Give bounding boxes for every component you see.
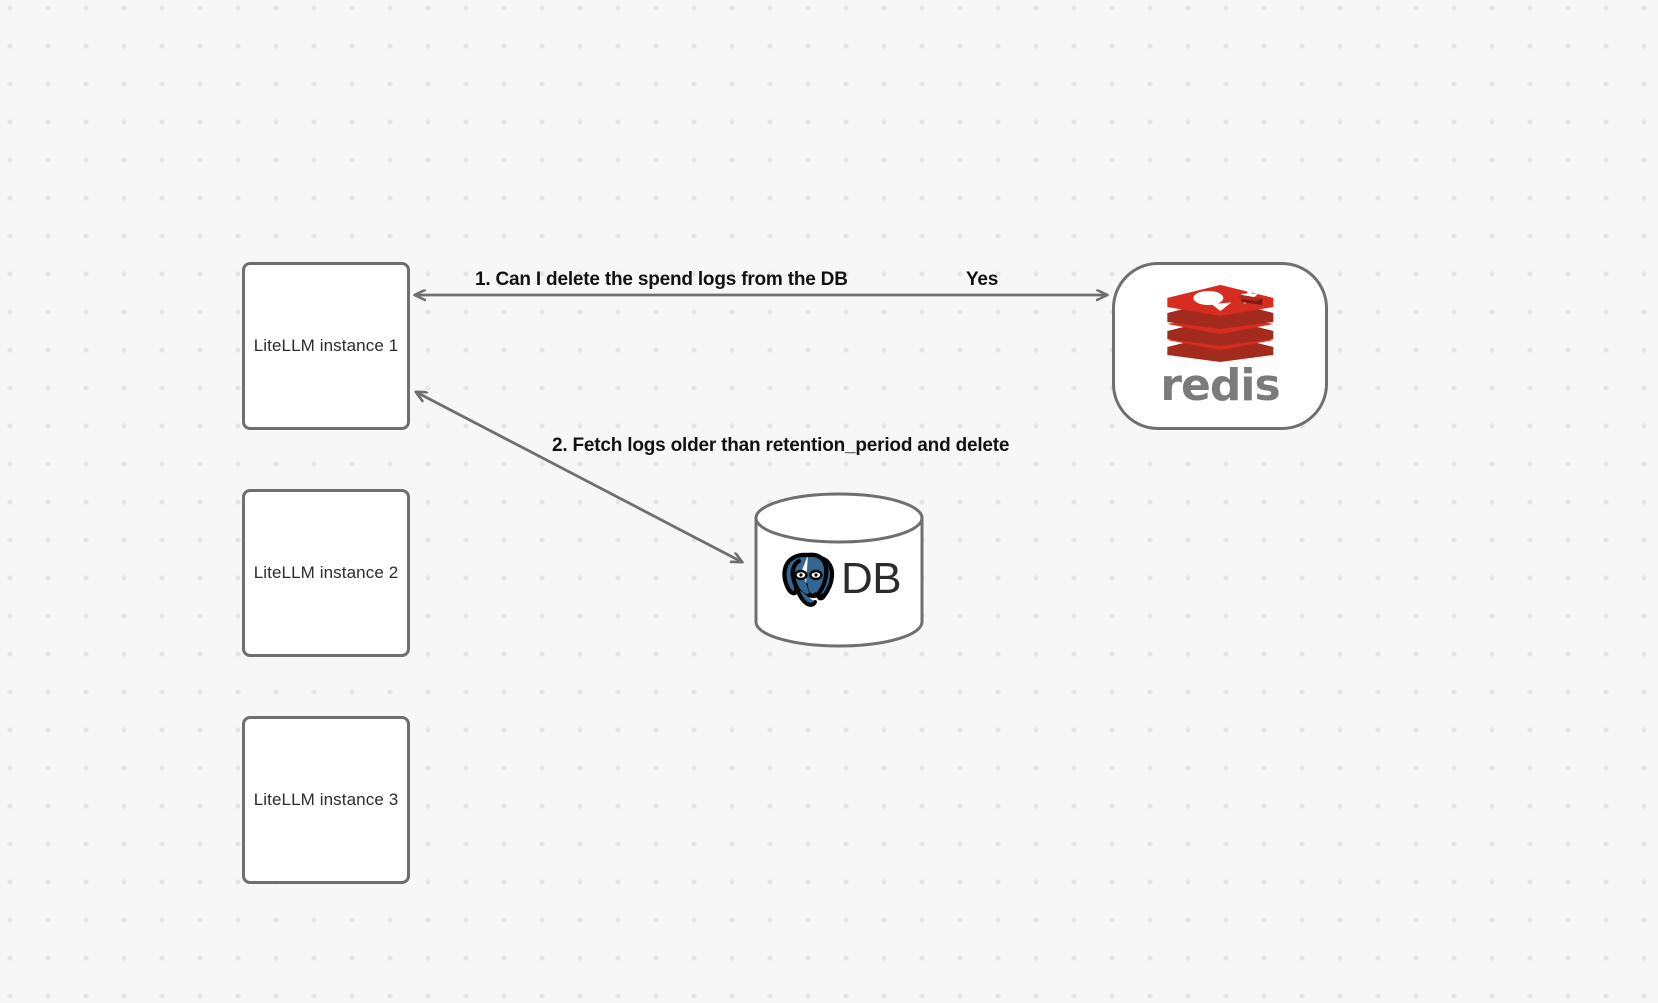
node-label-litellm-2: LiteLLM instance 2 <box>253 563 399 582</box>
redis-stack-icon <box>1167 285 1273 362</box>
edge-label-step-1: 1. Can I delete the spend logs from the … <box>475 269 848 290</box>
redis-logo: redis <box>1160 284 1281 411</box>
node-litellm-instance-3[interactable]: LiteLLM instance 3 <box>242 716 410 884</box>
node-label-litellm-1: LiteLLM instance 1 <box>253 336 399 355</box>
edge-label-step-2: 2. Fetch logs older than retention_perio… <box>552 435 1010 456</box>
node-litellm-instance-2[interactable]: LiteLLM instance 2 <box>242 489 410 657</box>
cylinder-shape <box>754 492 924 648</box>
postgresql-elephant-icon <box>782 553 835 608</box>
edge-litellm1-db <box>416 392 742 562</box>
db-label: DB <box>840 554 902 604</box>
edge-label-yes: Yes <box>966 269 999 290</box>
db-logo-group: DB <box>777 548 902 610</box>
node-litellm-instance-1[interactable]: LiteLLM instance 1 <box>242 262 410 430</box>
redis-wordmark: redis <box>1160 360 1280 411</box>
node-database[interactable]: DB <box>753 492 925 648</box>
node-redis[interactable]: redis <box>1112 262 1328 430</box>
node-label-litellm-3: LiteLLM instance 3 <box>253 790 399 809</box>
